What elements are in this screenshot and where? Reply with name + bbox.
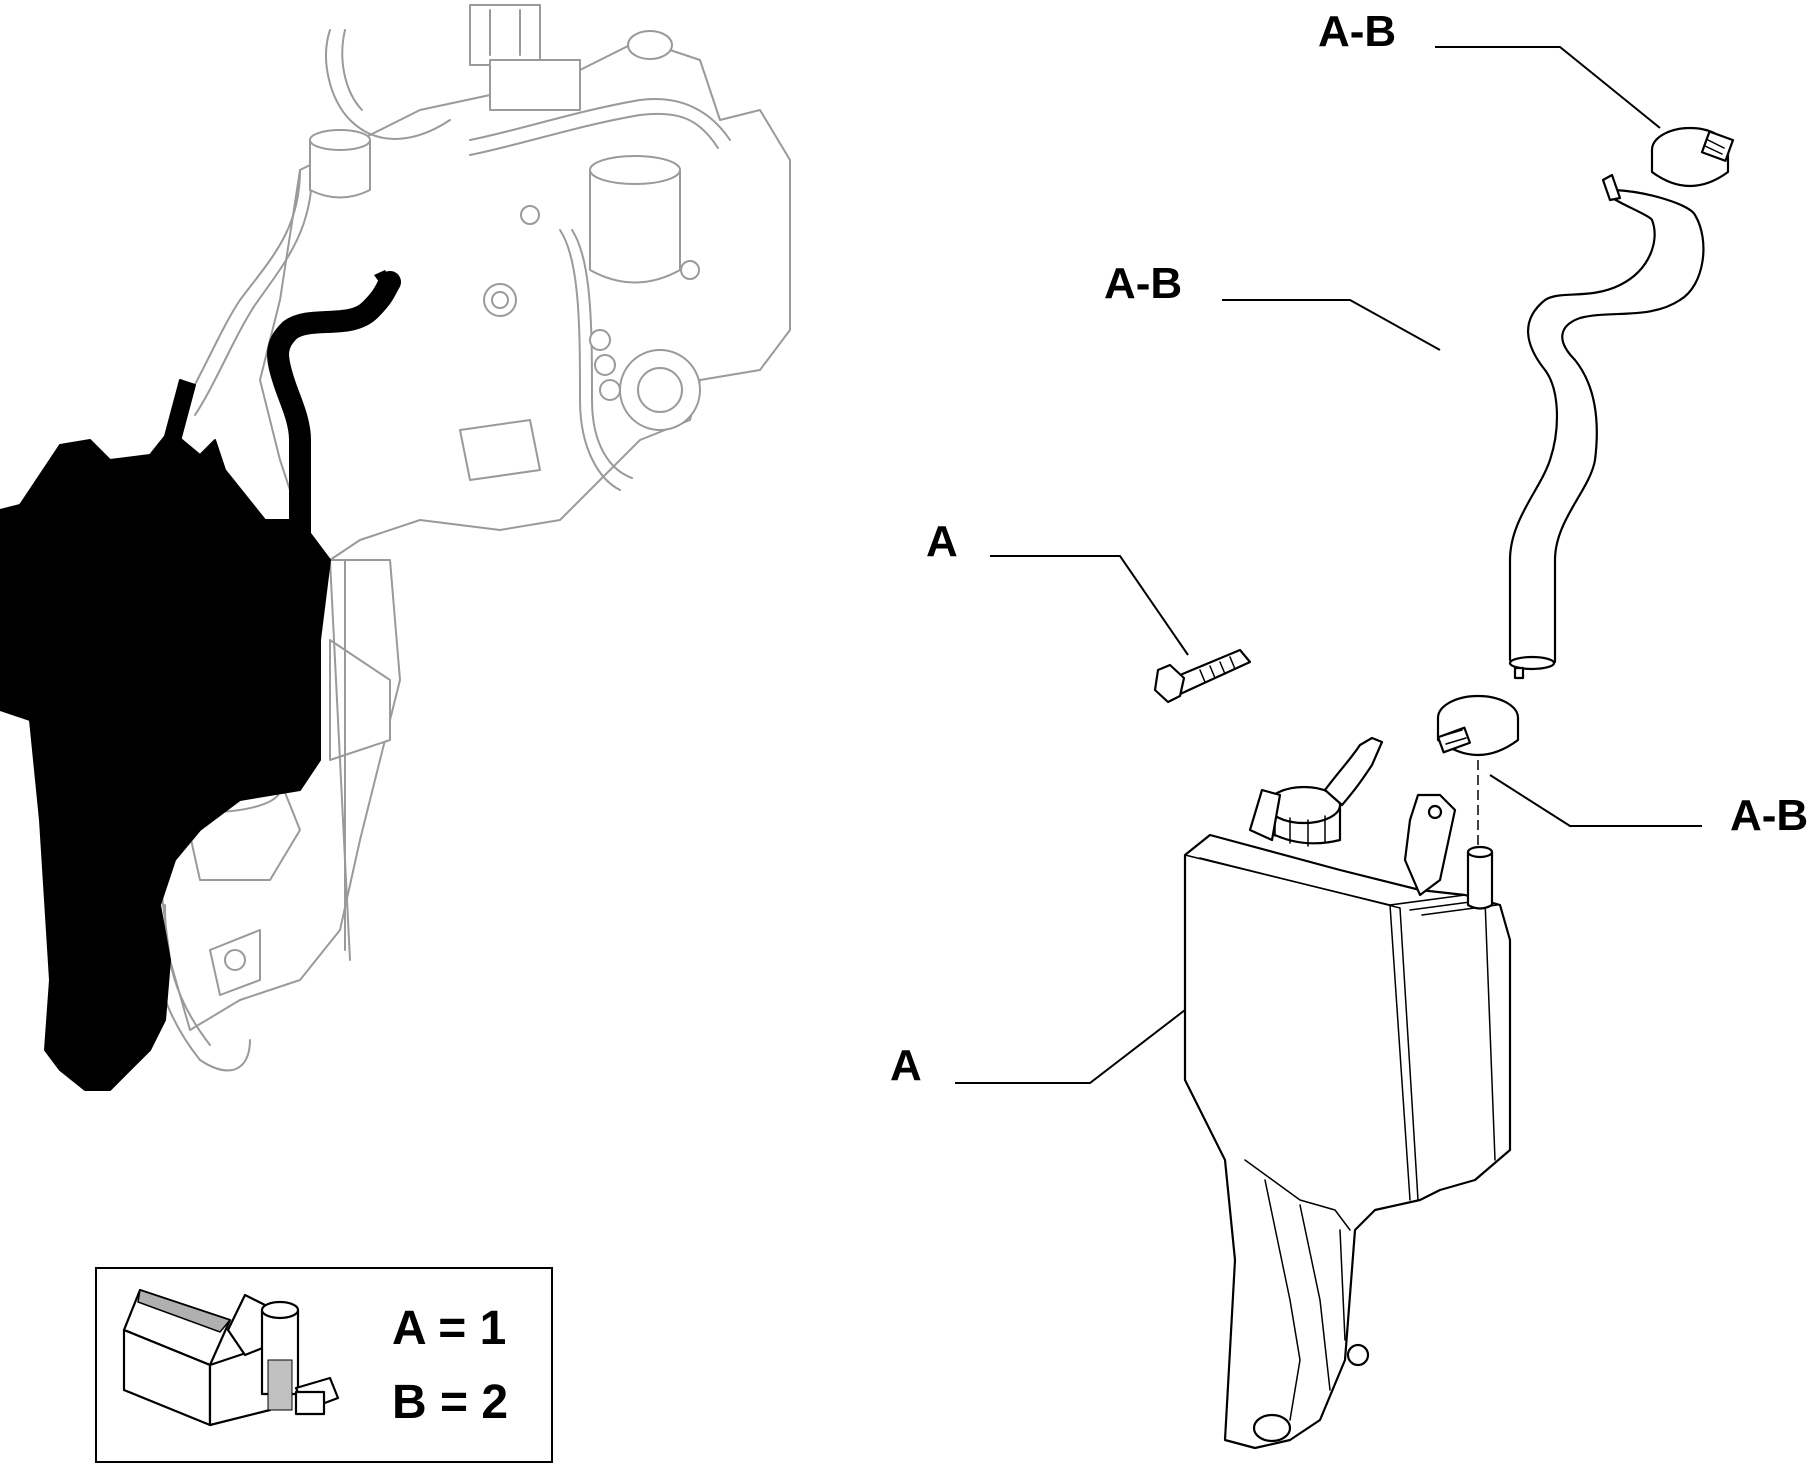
callout-label-hose: A-B: [1104, 259, 1182, 308]
mini-tank-icon: [122, 1288, 340, 1427]
leader-hose: [1222, 299, 1441, 351]
installed-hose-silhouette: [267, 270, 401, 546]
leader-lines: [955, 46, 1702, 1084]
leader-reservoir: [955, 1009, 1186, 1084]
installed-reservoir-silhouette: [0, 379, 331, 1091]
leader-clamp-top: [1435, 46, 1661, 129]
leader-bolt: [990, 555, 1189, 656]
hose-clamp-bottom-illustration: [1436, 694, 1520, 757]
hose-clamp-top-illustration: [1650, 126, 1735, 188]
engine-assembly-illustration: [139, 4, 791, 1072]
callout-label-clamp-bottom: A-B: [1730, 791, 1808, 840]
legend-line-b: B = 2: [392, 1376, 508, 1429]
leader-clamp-bottom: [1489, 774, 1702, 827]
quantity-legend: A = 1 B = 2: [95, 1267, 553, 1463]
coolant-hose-illustration: [1508, 173, 1705, 680]
callout-label-clamp-top: A-B: [1318, 7, 1396, 56]
legend-line-a: A = 1: [392, 1302, 506, 1355]
expansion-tank-illustration: [1183, 736, 1512, 1450]
bolt-illustration: [1153, 648, 1252, 704]
callout-label-reservoir: A: [890, 1041, 922, 1090]
callout-label-bolt: A: [926, 517, 958, 566]
